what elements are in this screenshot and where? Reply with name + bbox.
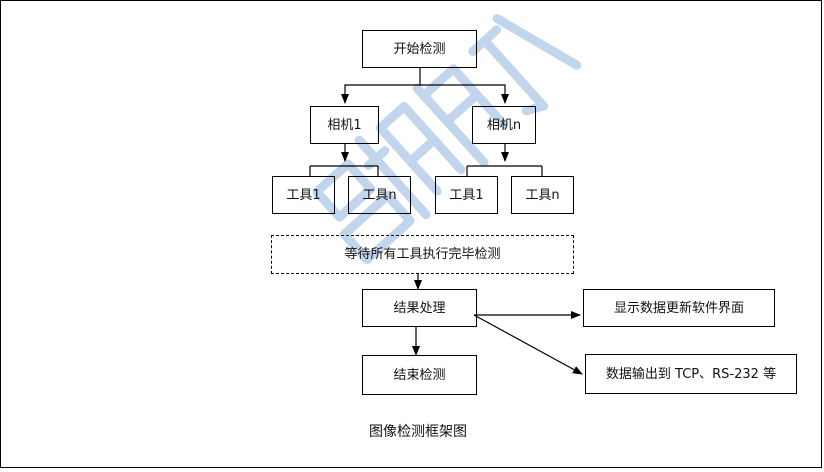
node-tool-c1-n: 工具n — [348, 176, 411, 214]
node-wait: 等待所有工具执行完毕检测 — [271, 235, 574, 274]
node-tool-c1-1: 工具1 — [272, 176, 335, 214]
node-end-label: 结束检测 — [393, 367, 446, 383]
node-camera1: 相机1 — [310, 106, 379, 144]
edge-start-camera1 — [341, 68, 421, 104]
node-tool-cn-n-label: 工具n — [525, 187, 560, 203]
node-tool-cn-1: 工具1 — [435, 176, 498, 214]
node-cameraN-label: 相机n — [486, 117, 522, 133]
node-display-label: 显示数据更新软件界面 — [613, 300, 744, 316]
node-output-label: 数据输出到 TCP、RS-232 等 — [605, 366, 777, 382]
node-output: 数据输出到 TCP、RS-232 等 — [585, 354, 797, 394]
node-display: 显示数据更新软件界面 — [583, 289, 775, 327]
node-end: 结束检测 — [362, 355, 477, 395]
edge-start-cameraN — [420, 84, 509, 104]
node-camera1-label: 相机1 — [327, 117, 362, 133]
node-tool-cn-1-label: 工具1 — [449, 187, 484, 203]
node-start: 开始检测 — [362, 30, 477, 68]
figure-caption: 图像检测框架图 — [369, 424, 467, 440]
node-tool-cn-n: 工具n — [511, 176, 574, 214]
node-wait-label: 等待所有工具执行完毕检测 — [344, 247, 501, 262]
node-result-label: 结果处理 — [393, 300, 446, 316]
node-start-label: 开始检测 — [393, 41, 446, 57]
node-result: 结果处理 — [362, 289, 477, 327]
node-tool-c1-n-label: 工具n — [362, 187, 397, 203]
node-tool-c1-1-label: 工具1 — [286, 187, 321, 203]
edge-result-output — [473, 314, 583, 375]
node-cameraN: 相机n — [472, 106, 536, 144]
